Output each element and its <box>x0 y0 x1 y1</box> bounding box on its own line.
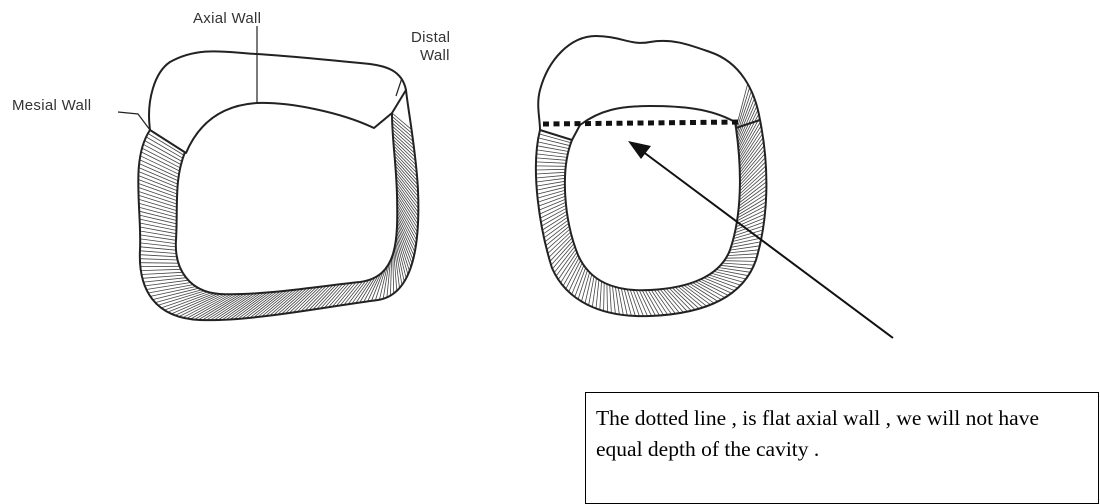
enamel-hatch-line <box>141 269 181 270</box>
enamel-hatch-line <box>141 152 179 171</box>
enamel-hatch-line <box>607 284 608 312</box>
right-tooth-inner-outline <box>565 128 740 290</box>
enamel-hatch-line <box>148 133 184 155</box>
enamel-hatch-line <box>140 263 179 264</box>
enamel-hatch-line <box>140 227 176 234</box>
enamel-hatch-line <box>541 208 567 222</box>
enamel-hatch-line <box>546 226 570 246</box>
enamel-hatch-line <box>140 247 176 250</box>
enamel-hatch-line <box>726 258 757 259</box>
enamel-hatch-line <box>536 169 566 170</box>
left-enamel-hatching <box>138 113 418 320</box>
enamel-hatch-line <box>140 255 177 257</box>
enamel-hatch-line <box>142 275 184 278</box>
enamel-hatch-line <box>138 187 177 200</box>
enamel-hatch-line <box>651 290 667 315</box>
flat-axial-wall-dotted-line <box>543 122 742 124</box>
distal-wall-leader <box>396 78 402 96</box>
enamel-hatch-line <box>596 280 599 309</box>
enamel-hatch-line <box>613 286 616 314</box>
mesial-wall-label: Mesial Wall <box>12 97 91 114</box>
enamel-hatch-line <box>727 254 757 256</box>
enamel-hatch-line <box>394 146 417 169</box>
left-tooth-inner-outline <box>176 113 397 294</box>
explanation-callout-box: The dotted line , is flat axial wall , w… <box>585 392 1099 504</box>
enamel-hatch-line <box>536 162 566 163</box>
enamel-hatch-line <box>140 219 177 227</box>
enamel-hatch-line <box>390 258 391 296</box>
callout-text: The dotted line , is flat axial wall , w… <box>596 403 1088 465</box>
enamel-hatch-line <box>538 142 569 149</box>
right-enamel-hatching <box>536 84 767 316</box>
enamel-hatch-line <box>142 148 180 168</box>
enamel-hatch-line <box>561 255 578 283</box>
enamel-hatch-line <box>138 191 177 204</box>
enamel-hatch-line <box>140 223 177 230</box>
enamel-hatch-line <box>536 158 566 160</box>
right-tooth-cross-section <box>536 36 767 316</box>
enamel-hatch-line <box>621 288 627 315</box>
enamel-hatch-line <box>140 251 176 254</box>
enamel-hatch-line <box>536 154 567 158</box>
enamel-hatch-line <box>140 259 178 260</box>
enamel-hatch-line <box>153 288 199 299</box>
left-tooth-cross-section <box>118 26 418 320</box>
enamel-hatch-line <box>393 255 394 294</box>
enamel-hatch-line <box>706 276 738 288</box>
enamel-hatch-line <box>610 285 612 313</box>
enamel-hatch-line <box>138 183 177 197</box>
distal-wall-label-line1: Distal <box>411 29 450 46</box>
enamel-hatch-line <box>604 283 605 311</box>
enamel-hatch-line <box>724 261 755 262</box>
enamel-hatch-line <box>537 187 565 194</box>
enamel-hatch-line <box>140 243 176 247</box>
enamel-hatch-line <box>394 149 417 173</box>
enamel-hatch-line <box>585 274 592 303</box>
enamel-hatch-line <box>737 206 766 221</box>
enamel-hatch-line <box>538 138 570 146</box>
enamel-hatch-line <box>624 289 631 316</box>
enamel-hatch-line <box>737 210 766 224</box>
enamel-hatch-line <box>536 178 565 182</box>
enamel-hatch-line <box>543 217 568 234</box>
left-tooth-outer-outline <box>138 51 418 320</box>
enamel-hatch-line <box>740 166 766 191</box>
enamel-hatch-line <box>600 281 602 309</box>
pointer-arrow-shaft <box>642 151 893 338</box>
enamel-hatch-line <box>716 270 748 276</box>
enamel-hatch-line <box>740 170 766 194</box>
enamel-hatch-line <box>729 250 759 253</box>
enamel-hatch-line <box>536 172 565 174</box>
enamel-hatch-line <box>142 272 183 274</box>
right-tooth-outer-outline <box>536 36 766 316</box>
enamel-hatch-line <box>536 175 565 178</box>
enamel-hatch-line <box>140 156 179 175</box>
enamel-hatch-line <box>701 279 732 293</box>
enamel-hatch-line <box>394 153 417 177</box>
enamel-hatch-line <box>140 160 179 178</box>
enamel-hatch-line <box>538 190 565 198</box>
enamel-hatch-line <box>139 172 178 188</box>
distal-wall-label-line2: Wall <box>420 47 450 64</box>
left-cavity-outline <box>150 90 406 153</box>
enamel-hatch-line <box>732 238 762 244</box>
enamel-hatch-line <box>722 263 754 265</box>
enamel-hatch-line <box>648 290 663 315</box>
mesial-wall-leader <box>118 112 150 130</box>
axial-wall-label: Axial Wall <box>193 10 261 27</box>
